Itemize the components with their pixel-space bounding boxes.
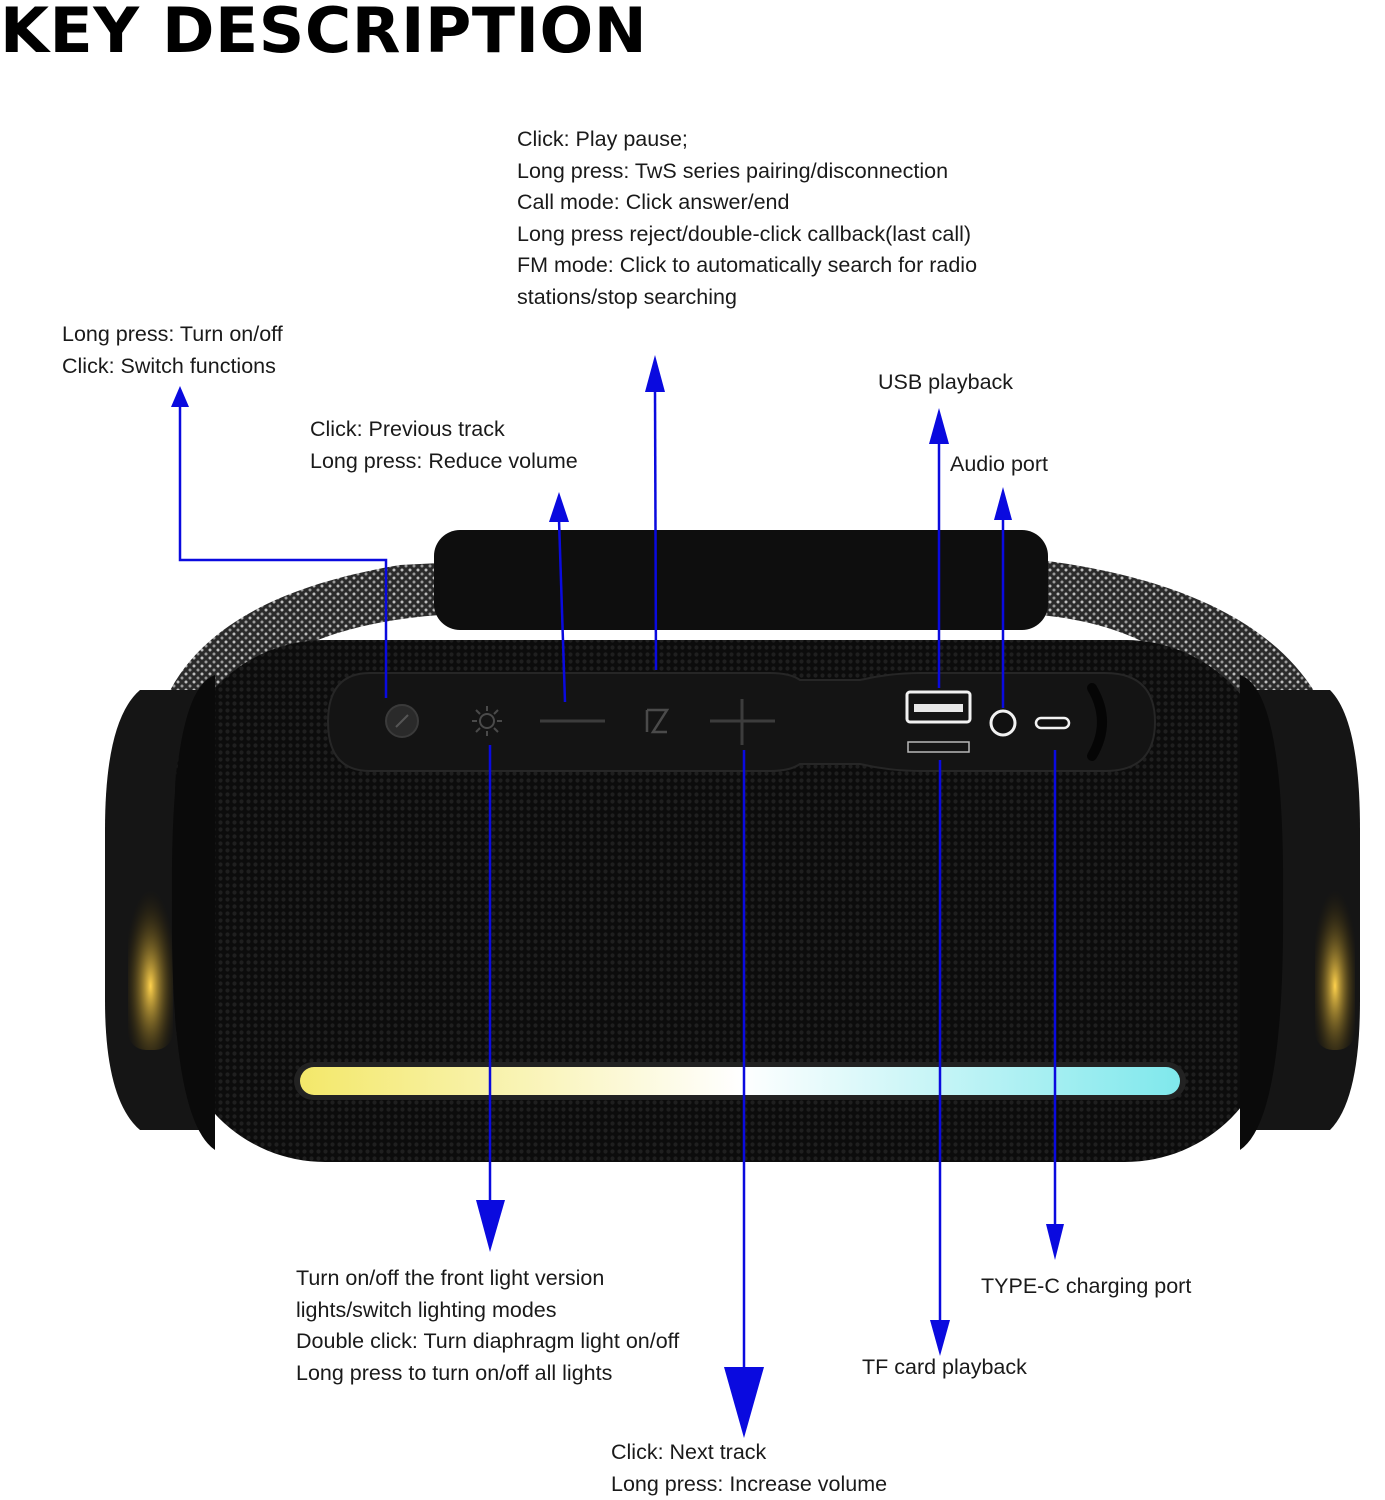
- type-c-port-icon: [1034, 716, 1071, 730]
- plus-icon[interactable]: [710, 699, 775, 745]
- power-icon[interactable]: [385, 704, 419, 738]
- next-track-arrow: [724, 750, 764, 1438]
- previous-track-label: Click: Previous track Long press: Reduce…: [310, 417, 578, 473]
- previous-track-arrow: [549, 492, 569, 703]
- usb-port-icon: [905, 690, 972, 724]
- audio-port-label: Audio port: [950, 452, 1049, 476]
- light-label: Turn on/off the front light version ligh…: [296, 1266, 680, 1385]
- play-pause-arrow: [645, 355, 665, 671]
- sun-icon[interactable]: [472, 706, 502, 736]
- type-c-arrow: [1046, 750, 1064, 1260]
- audio-jack-icon: [989, 709, 1017, 737]
- usb-playback-label: USB playback: [878, 370, 1014, 394]
- tf-slot-icon: [907, 741, 970, 753]
- audio-port-arrow: [994, 487, 1012, 708]
- power-label: Long press: Turn on/off Click: Switch fu…: [62, 322, 283, 378]
- tf-card-label: TF card playback: [862, 1355, 1027, 1379]
- page-title: KEY DESCRIPTION: [0, 0, 648, 67]
- play-pause-icon[interactable]: [645, 708, 670, 734]
- power-arrow: [171, 386, 388, 698]
- top-handle: [434, 530, 1048, 630]
- play-pause-label: Click: Play pause; Long press: TwS serie…: [517, 127, 978, 309]
- tf-arrow: [930, 760, 950, 1356]
- usb-arrow: [929, 408, 949, 688]
- light-arrow: [476, 745, 505, 1252]
- next-track-label: Click: Next track Long press: Increase v…: [611, 1440, 888, 1496]
- type-c-label: TYPE-C charging port: [981, 1274, 1192, 1298]
